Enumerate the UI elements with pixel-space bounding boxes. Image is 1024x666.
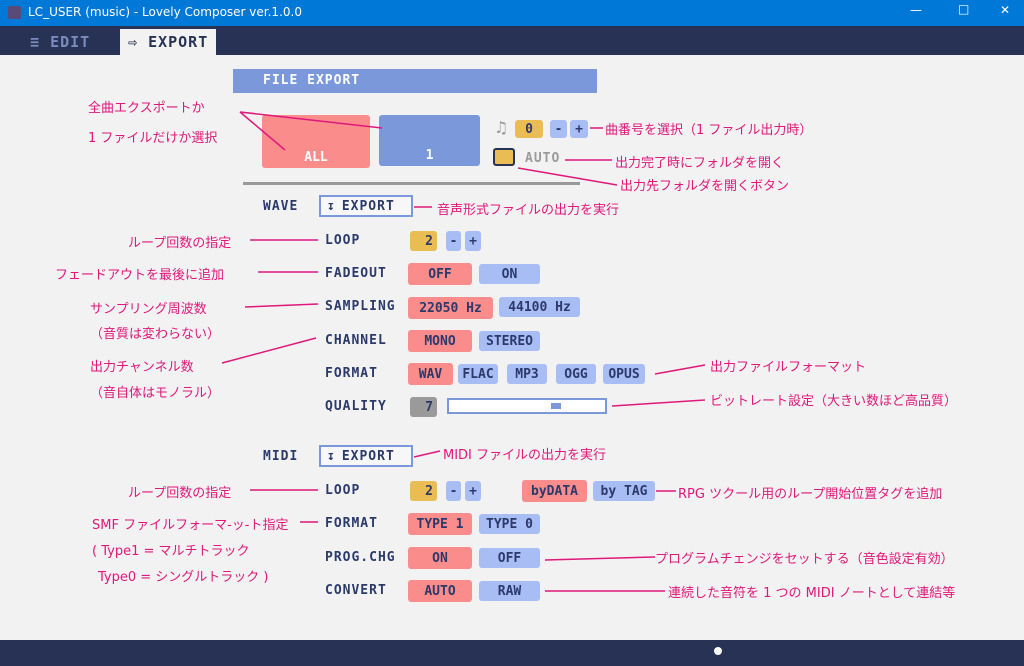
sampling-22050-button[interactable]: 22050 Hz [408, 297, 493, 319]
sampling-label: SAMPLING [325, 299, 396, 314]
midi-label: MIDI [263, 449, 299, 464]
auto-open-toggle[interactable]: AUTO [525, 151, 561, 166]
note-loop-tag: RPG ツクール用のループ開始位置タグを追加 [678, 487, 943, 502]
midi-format-label: FORMAT [325, 516, 378, 531]
title-bar: LC_USER (music) - Lovely Composer ver.1.… [0, 0, 1024, 26]
convert-auto-button[interactable]: AUTO [408, 580, 472, 602]
note-sampling-1: サンプリング周波数 [90, 302, 207, 317]
divider [243, 182, 580, 185]
quality-label: QUALITY [325, 399, 387, 414]
format-label: FORMAT [325, 366, 378, 381]
format-ogg-button[interactable]: OGG [556, 364, 596, 384]
note-smf-3: Type0 = シングルトラック ) [98, 570, 269, 585]
quality-value: 7 [410, 397, 437, 417]
note-channel-2: （音自体はモノラル） [90, 386, 221, 401]
note-channel-1: 出力チャンネル数 [90, 360, 194, 375]
progchg-label: PROG.CHG [325, 550, 396, 565]
song-decrement-button[interactable]: - [550, 120, 567, 138]
note-auto-open: 出力完了時にフォルダを開く [615, 156, 785, 171]
note-progchg: プログラムチェンジをセットする（音色設定有効） [655, 552, 954, 567]
convert-raw-button[interactable]: RAW [479, 581, 540, 601]
quality-slider-thumb[interactable] [551, 403, 561, 409]
note-sampling-2: （音質は変わらない） [90, 327, 221, 342]
wave-loop-decrement[interactable]: - [446, 231, 461, 251]
wave-loop-value: 2 [410, 231, 437, 251]
tab-bar: ≡ EDIT ⇨ EXPORT [0, 26, 1024, 55]
edit-icon: ≡ [30, 33, 41, 51]
note-midi-export: MIDI ファイルの出力を実行 [443, 448, 607, 463]
channel-label: CHANNEL [325, 333, 387, 348]
maximize-button[interactable]: □ [958, 2, 970, 16]
progchg-on-button[interactable]: ON [408, 547, 472, 569]
loop-bytag-button[interactable]: by TAG [593, 481, 655, 501]
format-wav-button[interactable]: WAV [408, 363, 453, 385]
midi-export-button[interactable]: ↧EXPORT [319, 445, 413, 467]
status-bar [0, 640, 1024, 666]
close-button[interactable]: ✕ [1000, 3, 1011, 17]
note-song-number: 曲番号を選択（1 ファイル出力時） [605, 123, 813, 138]
note-mode-2: 1 ファイルだけか選択 [88, 131, 218, 146]
note-wave-export: 音声形式ファイルの出力を実行 [437, 203, 620, 218]
note-mode-1: 全曲エクスポートか [88, 101, 205, 116]
folder-open-icon[interactable] [493, 148, 515, 166]
note-format: 出力ファイルフォーマット [710, 360, 867, 375]
note-convert: 連続した音符を 1 つの MIDI ノートとして連結等 [668, 586, 956, 601]
note-fadeout: フェードアウトを最後に追加 [55, 268, 225, 283]
minimize-button[interactable]: — [910, 3, 922, 17]
tab-edit[interactable]: ≡ EDIT [30, 33, 91, 51]
fadeout-on-button[interactable]: ON [479, 264, 540, 284]
note-smf-1: SMF ファイルフォーマ-ッ-ト指定 [92, 518, 289, 533]
format-opus-button[interactable]: OPUS [603, 364, 645, 384]
wave-label: WAVE [263, 199, 299, 214]
export-arrow-icon: ↧ [327, 448, 336, 464]
app-icon [8, 6, 21, 19]
note-quality: ビットレート設定（大きい数ほど高品質） [710, 394, 958, 409]
quality-slider[interactable] [447, 398, 607, 414]
song-increment-button[interactable]: + [570, 120, 588, 138]
type0-button[interactable]: TYPE 0 [479, 514, 540, 534]
note-midi-loop: ループ回数の指定 [128, 486, 232, 501]
page-title: FILE EXPORT [263, 73, 361, 88]
wave-loop-label: LOOP [325, 233, 361, 248]
song-number-value: 0 [515, 120, 543, 138]
tab-export[interactable]: ⇨ EXPORT [120, 29, 217, 55]
format-mp3-button[interactable]: MP3 [507, 364, 547, 384]
fadeout-label: FADEOUT [325, 266, 387, 281]
progchg-off-button[interactable]: OFF [479, 548, 540, 568]
export-all-button[interactable]: ALL [262, 115, 370, 168]
channel-mono-button[interactable]: MONO [408, 330, 472, 352]
window-title: LC_USER (music) - Lovely Composer ver.1.… [28, 5, 302, 19]
sampling-44100-button[interactable]: 44100 Hz [499, 297, 580, 317]
loop-bydata-button[interactable]: byDATA [522, 480, 587, 502]
export-arrow-icon: ↧ [327, 198, 336, 214]
wave-export-button[interactable]: ↧EXPORT [319, 195, 413, 217]
note-folder-button: 出力先フォルダを開くボタン [620, 179, 790, 194]
export-icon: ⇨ [128, 33, 139, 51]
section-header: FILE EXPORT [233, 69, 597, 93]
note-wave-loop: ループ回数の指定 [128, 236, 232, 251]
midi-loop-increment[interactable]: + [465, 481, 481, 501]
fadeout-off-button[interactable]: OFF [408, 263, 472, 285]
type1-button[interactable]: TYPE 1 [408, 513, 472, 535]
midi-loop-label: LOOP [325, 483, 361, 498]
midi-loop-value: 2 [410, 481, 437, 501]
note-smf-2: ( Type1 = マルチトラック [92, 544, 250, 559]
page-indicator-dot[interactable] [714, 647, 722, 655]
format-flac-button[interactable]: FLAC [458, 364, 498, 384]
wave-loop-increment[interactable]: + [465, 231, 481, 251]
channel-stereo-button[interactable]: STEREO [479, 331, 540, 351]
convert-label: CONVERT [325, 583, 387, 598]
midi-loop-decrement[interactable]: - [446, 481, 461, 501]
export-one-button[interactable]: 1 [379, 115, 480, 166]
music-note-icon: ♫ [494, 118, 509, 137]
